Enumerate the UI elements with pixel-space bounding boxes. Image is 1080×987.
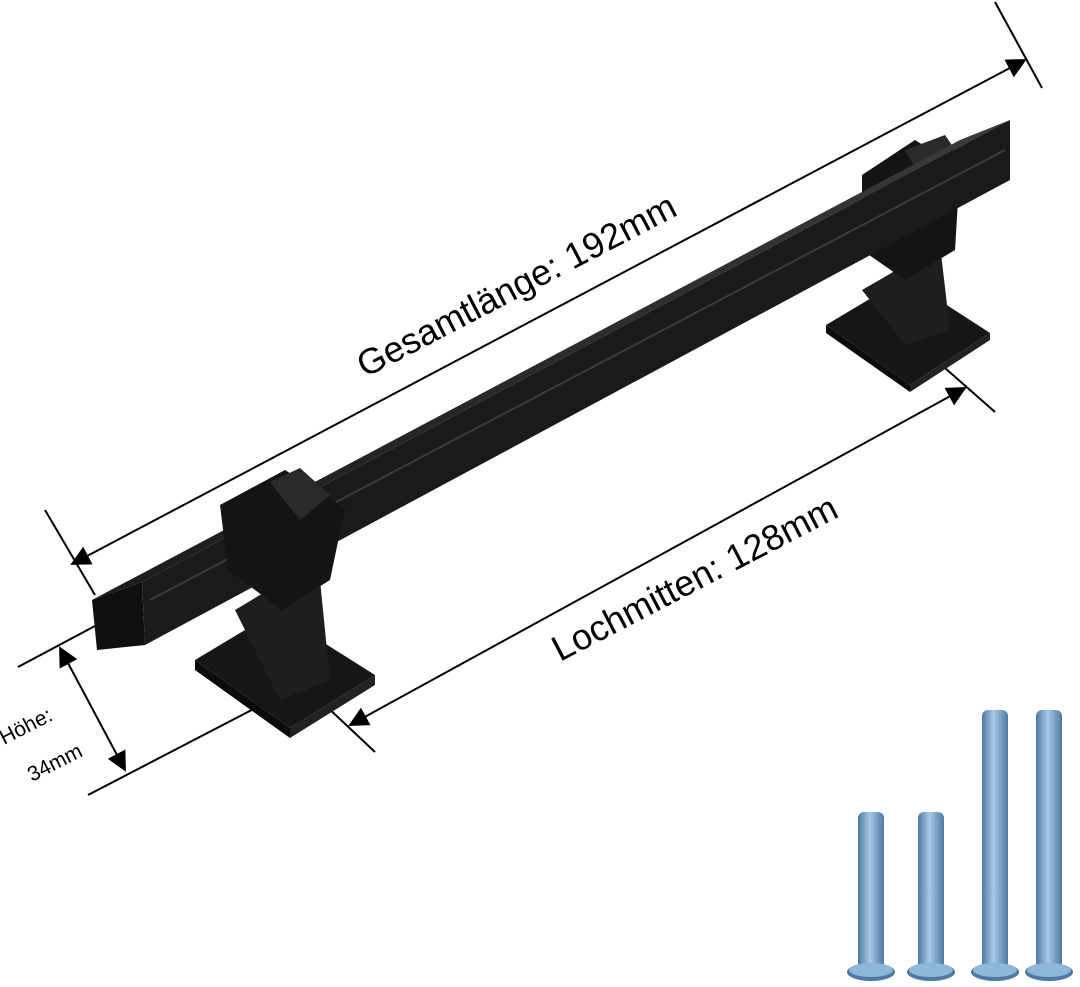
left-post xyxy=(195,468,375,738)
extension-line-left xyxy=(44,509,96,596)
long-screw xyxy=(1025,710,1073,981)
height-label: Höhe: xyxy=(0,704,56,750)
height-value: 34mm xyxy=(24,739,86,786)
total-length-arrow xyxy=(70,59,1027,565)
height-arrow xyxy=(59,646,126,772)
hole-spacing-arrow xyxy=(348,387,967,726)
long-screw xyxy=(971,710,1019,981)
short-screw xyxy=(907,812,955,981)
screw-set xyxy=(847,710,1073,981)
handle-bar xyxy=(92,120,1010,650)
extension-line-right-hole xyxy=(944,367,996,413)
extension-line-right xyxy=(994,1,1043,89)
extension-line-left-hole xyxy=(324,704,376,753)
short-screw xyxy=(847,812,895,981)
hole-spacing-label: Lochmitten: 128mm xyxy=(545,487,844,669)
cabinet-handle xyxy=(92,120,1010,738)
